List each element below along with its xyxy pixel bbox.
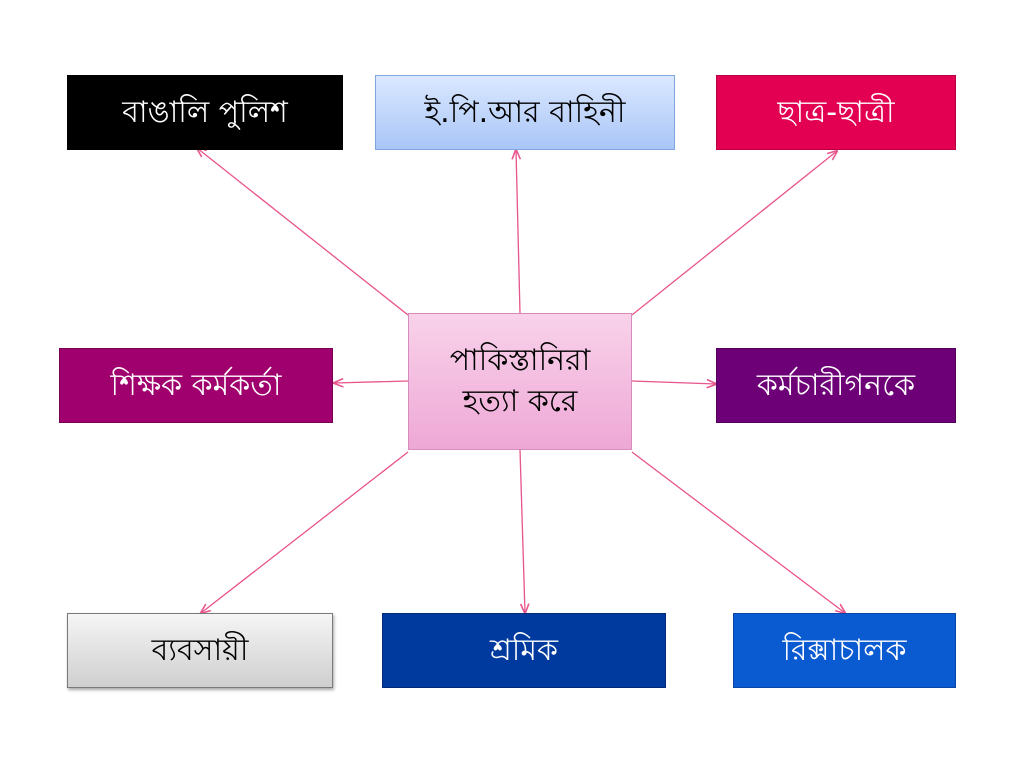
node-bangali-police: বাঙালি পুলিশ [67,75,343,150]
arrow-to-students [631,151,837,316]
node-businessmen: ব্যবসায়ী [67,613,333,688]
node-employees: কর্মচারীগনকে [716,348,956,423]
arrow-to-workers [519,449,525,613]
node-label: কর্মচারীগনকে [756,367,916,403]
node-label: বাঙালি পুলিশ [122,94,288,130]
node-label: ব্যবসায়ী [151,632,249,668]
node-label: শ্রমিক [489,632,559,668]
node-rickshaw: রিক্সাচালক [733,613,956,688]
node-label: ই.পি.আর বাহিনী [424,94,626,130]
arrow-to-businessmen [201,451,409,613]
arrow-to-teachers [334,381,409,383]
arrow-to-epr [516,150,520,314]
arrow-to-bangali-police [197,148,409,316]
node-label: ছাত্র-ছাত্রী [777,94,895,130]
arrow-to-employees [631,381,716,384]
node-teachers: শিক্ষক কর্মকর্তা [59,348,333,423]
node-label: রিক্সাচালক [782,632,907,668]
node-students: ছাত্র-ছাত্রী [716,75,956,150]
node-epr: ই.পি.আর বাহিনী [375,75,675,150]
center-node: পাকিস্তানিরা হত্যা করে [408,313,632,450]
node-workers: শ্রমিক [382,613,666,688]
arrow-to-rickshaw [631,451,845,613]
center-line-2: হত্যা করে [462,383,578,419]
center-line-1: পাকিস্তানিরা [449,343,591,378]
node-label: শিক্ষক কর্মকর্তা [110,367,282,403]
